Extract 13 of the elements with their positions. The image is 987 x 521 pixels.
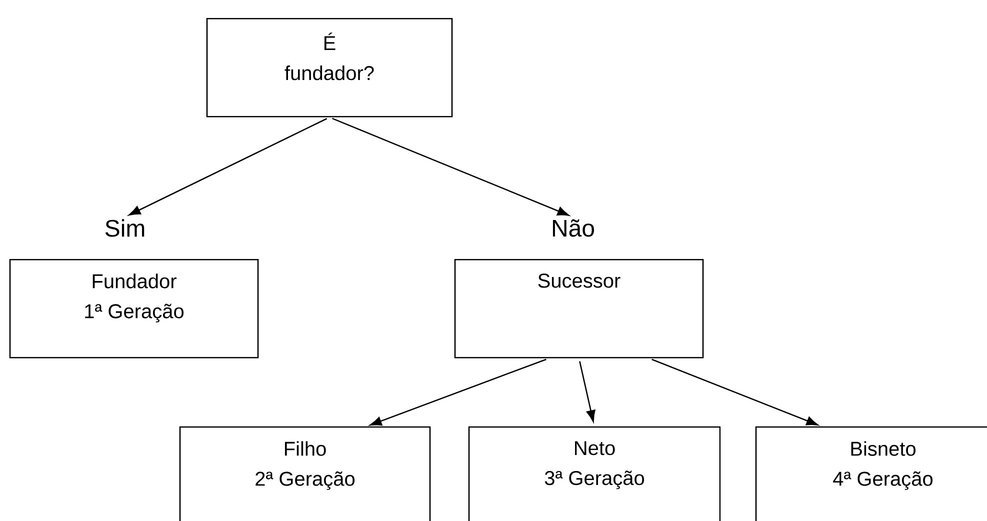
process-box: Fundador 1ª Geração	[9, 259, 259, 358]
branch-label: Não	[552, 219, 594, 237]
arrow	[652, 358, 818, 426]
arrow	[128, 118, 328, 216]
process-box: É fundador?	[206, 18, 453, 118]
branch-label: Sim	[105, 219, 144, 237]
arrow	[579, 361, 596, 422]
arrow	[370, 358, 546, 426]
process-box: Bisneto 4ª Geração	[755, 426, 987, 521]
arrow	[332, 118, 570, 216]
process-box: Neto 3ª Geração	[468, 426, 721, 521]
process-box: Sucessor	[454, 259, 704, 358]
process-box: Filho 2ª Geração	[179, 426, 431, 521]
